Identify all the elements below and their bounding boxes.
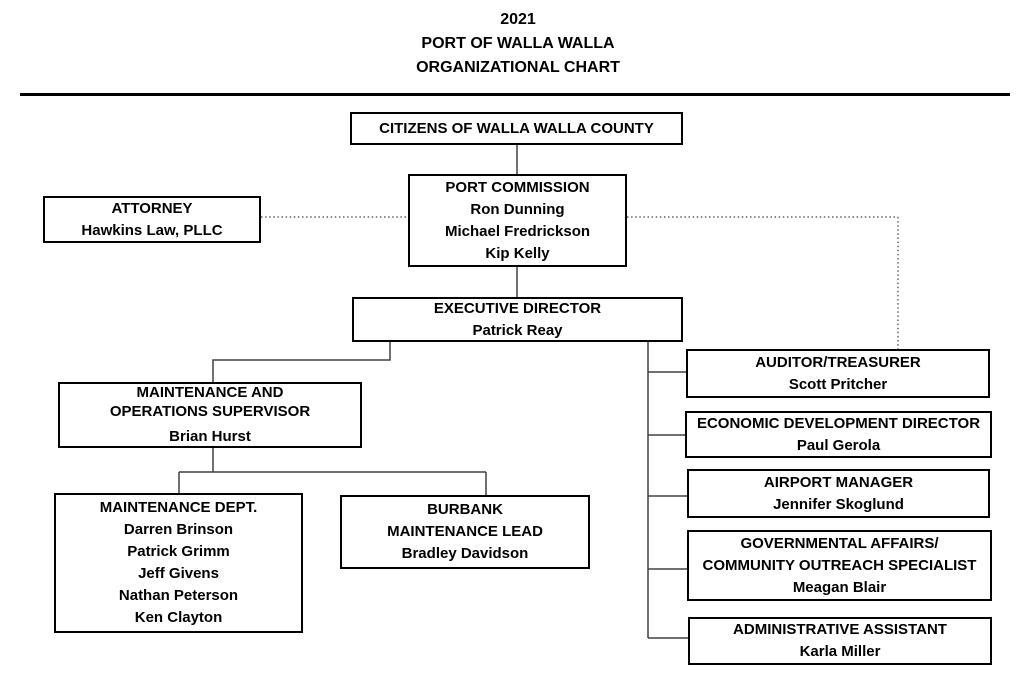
- box-title: MAINTENANCE LEAD: [387, 523, 543, 540]
- member-name: Bradley Davidson: [401, 545, 529, 562]
- org-box-burbank-maintenance-lead: BURBANK MAINTENANCE LEAD Bradley Davidso…: [340, 495, 590, 569]
- member-name: Jennifer Skoglund: [773, 495, 904, 513]
- box-title: EXECUTIVE DIRECTOR: [433, 299, 602, 317]
- box-title: MAINTENANCE AND: [136, 383, 284, 401]
- box-title: ADMINISTRATIVE ASSISTANT: [733, 621, 947, 638]
- box-title: AUDITOR/TREASURER: [755, 353, 921, 371]
- member-name: Brian Hurst: [169, 427, 251, 445]
- box-title: MAINTENANCE DEPT.: [99, 499, 258, 516]
- org-box-economic-development-director: ECONOMIC DEVELOPMENT DIRECTOR Paul Gerol…: [685, 411, 992, 458]
- org-box-maintenance-dept: MAINTENANCE DEPT. Darren Brinson Patrick…: [54, 493, 303, 633]
- box-title: BURBANK: [427, 501, 503, 518]
- org-box-auditor-treasurer: AUDITOR/TREASURER Scott Pritcher: [686, 349, 990, 398]
- member-name: Karla Miller: [799, 643, 881, 660]
- member-name: Nathan Peterson: [118, 587, 239, 604]
- member-name: Meagan Blair: [792, 578, 887, 596]
- org-box-port-commission: PORT COMMISSION Ron Dunning Michael Fred…: [408, 174, 627, 267]
- member-name: Ron Dunning: [470, 200, 565, 218]
- org-box-airport-manager: AIRPORT MANAGER Jennifer Skoglund: [687, 469, 990, 518]
- org-box-administrative-assistant: ADMINISTRATIVE ASSISTANT Karla Miller: [688, 617, 992, 665]
- org-box-executive-director: EXECUTIVE DIRECTOR Patrick Reay: [352, 297, 683, 342]
- org-box-maintenance-supervisor: MAINTENANCE AND OPERATIONS SUPERVISOR Br…: [58, 382, 362, 448]
- box-title: COMMUNITY OUTREACH SPECIALIST: [702, 556, 977, 574]
- member-name: Kip Kelly: [485, 244, 550, 262]
- title-year: 2021: [500, 11, 536, 28]
- box-title: ATTORNEY: [111, 199, 193, 217]
- member-name: Patrick Reay: [472, 321, 563, 339]
- box-title: OPERATIONS SUPERVISOR: [109, 402, 311, 420]
- member-name: Darren Brinson: [123, 521, 234, 538]
- page-title: 2021 PORT OF WALLA WALLA ORGANIZATIONAL …: [6, 8, 1024, 80]
- org-box-attorney: ATTORNEY Hawkins Law, PLLC: [43, 196, 261, 243]
- member-name: Hawkins Law, PLLC: [81, 221, 223, 239]
- member-name: Patrick Grimm: [127, 543, 230, 560]
- org-box-governmental-affairs: GOVERNMENTAL AFFAIRS/ COMMUNITY OUTREACH…: [687, 530, 992, 601]
- member-name: Michael Fredrickson: [444, 222, 591, 240]
- box-title: ECONOMIC DEVELOPMENT DIRECTOR: [696, 414, 981, 432]
- title-doc-type: ORGANIZATIONAL CHART: [416, 59, 620, 76]
- org-box-citizens: CITIZENS OF WALLA WALLA COUNTY: [350, 112, 683, 145]
- member-name: Paul Gerola: [796, 436, 881, 454]
- title-divider: [20, 93, 1010, 96]
- member-name: Scott Pritcher: [788, 375, 888, 393]
- title-org: PORT OF WALLA WALLA: [421, 35, 615, 52]
- member-name: Ken Clayton: [134, 609, 223, 626]
- member-name: Jeff Givens: [138, 565, 219, 582]
- box-title: GOVERNMENTAL AFFAIRS/: [740, 534, 939, 552]
- connector-director-maintenance: [212, 341, 391, 382]
- box-title: CITIZENS OF WALLA WALLA COUNTY: [379, 119, 654, 137]
- box-title: PORT COMMISSION: [445, 178, 590, 196]
- box-title: AIRPORT MANAGER: [763, 473, 914, 491]
